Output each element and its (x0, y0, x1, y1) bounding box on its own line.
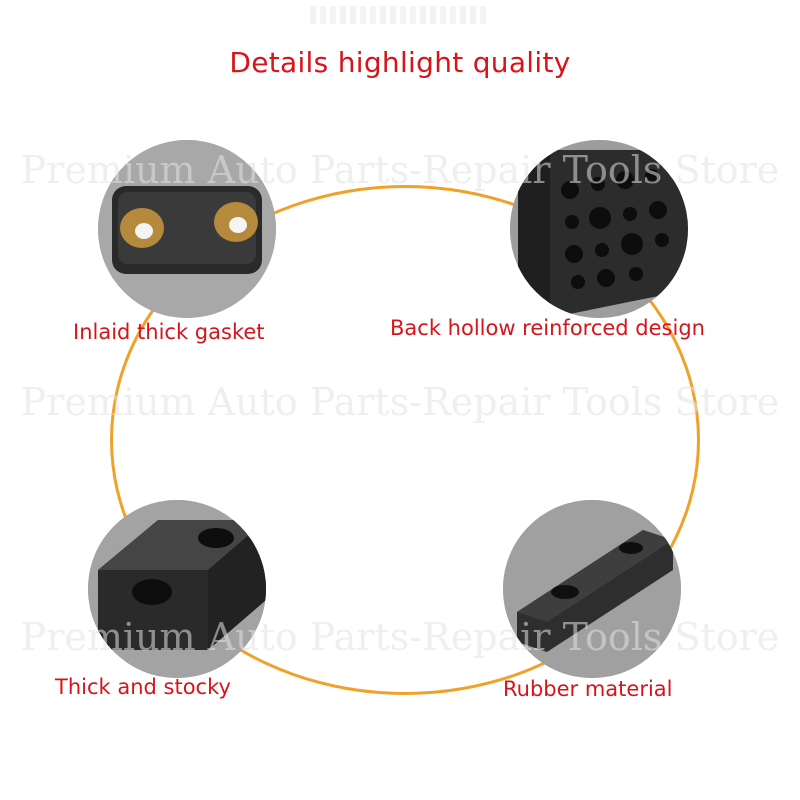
watermark-bottom: Premium Auto Parts-Repair Tools Store (20, 615, 780, 659)
rubber-block-with-brass-gasket-icon (98, 140, 276, 318)
label-thick-and-stocky: Thick and stocky (55, 675, 231, 699)
gasket-photo (98, 140, 276, 318)
page-title: Details highlight quality (229, 46, 571, 79)
hollow-back-photo (510, 140, 688, 318)
label-back-hollow-reinforced-design: Back hollow reinforced design (390, 316, 705, 340)
rubber-block-two-holes-icon (88, 500, 266, 678)
faint-header-text (310, 6, 490, 24)
label-rubber-material: Rubber material (503, 677, 673, 701)
rubber-strip-photo (503, 500, 681, 678)
stocky-block-photo (88, 500, 266, 678)
orange-ring (110, 185, 700, 695)
rubber-block-hollow-back-icon (510, 140, 688, 318)
rubber-strip-bumper-icon (503, 500, 681, 678)
watermark-top: Premium Auto Parts-Repair Tools Store (20, 148, 780, 192)
label-inlaid-thick-gasket: Inlaid thick gasket (73, 320, 265, 344)
watermark-middle: Premium Auto Parts-Repair Tools Store (20, 380, 780, 424)
